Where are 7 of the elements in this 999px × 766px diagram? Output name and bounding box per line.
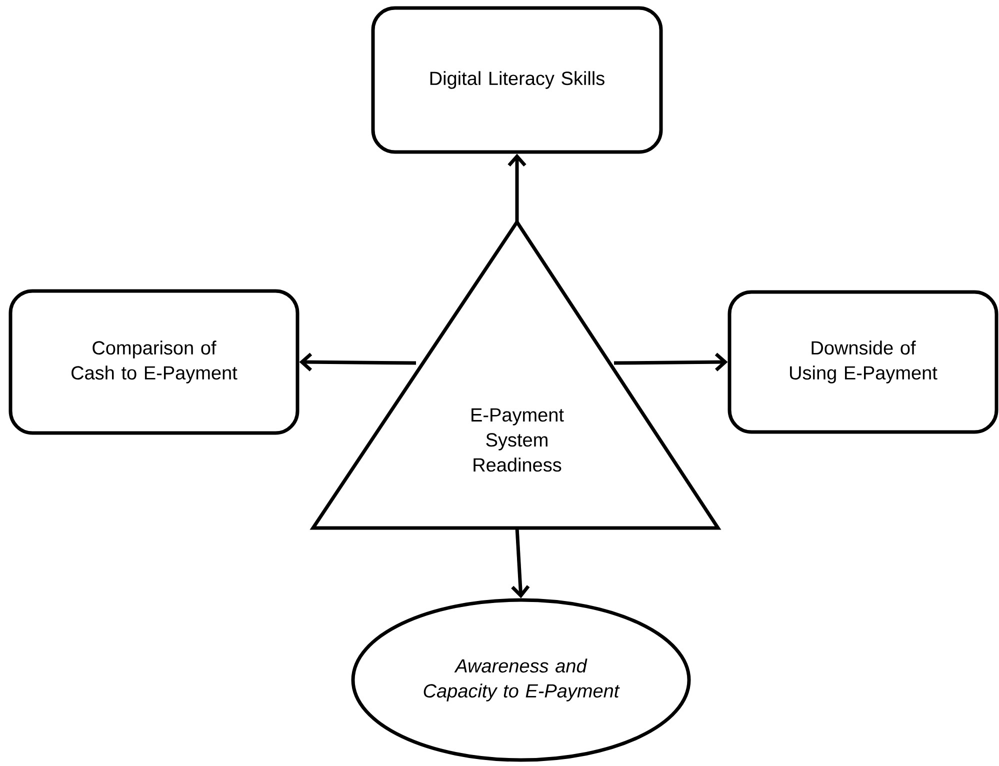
rounded-box: Downside of Using E-Payment — [728, 290, 998, 434]
rounded-box: Comparison of Cash to E-Payment — [8, 289, 300, 435]
rounded-box: Digital Literacy Skills — [371, 6, 663, 154]
arrow — [614, 352, 728, 372]
arrow — [299, 352, 416, 372]
arrow — [508, 154, 526, 222]
arrow — [511, 528, 530, 598]
